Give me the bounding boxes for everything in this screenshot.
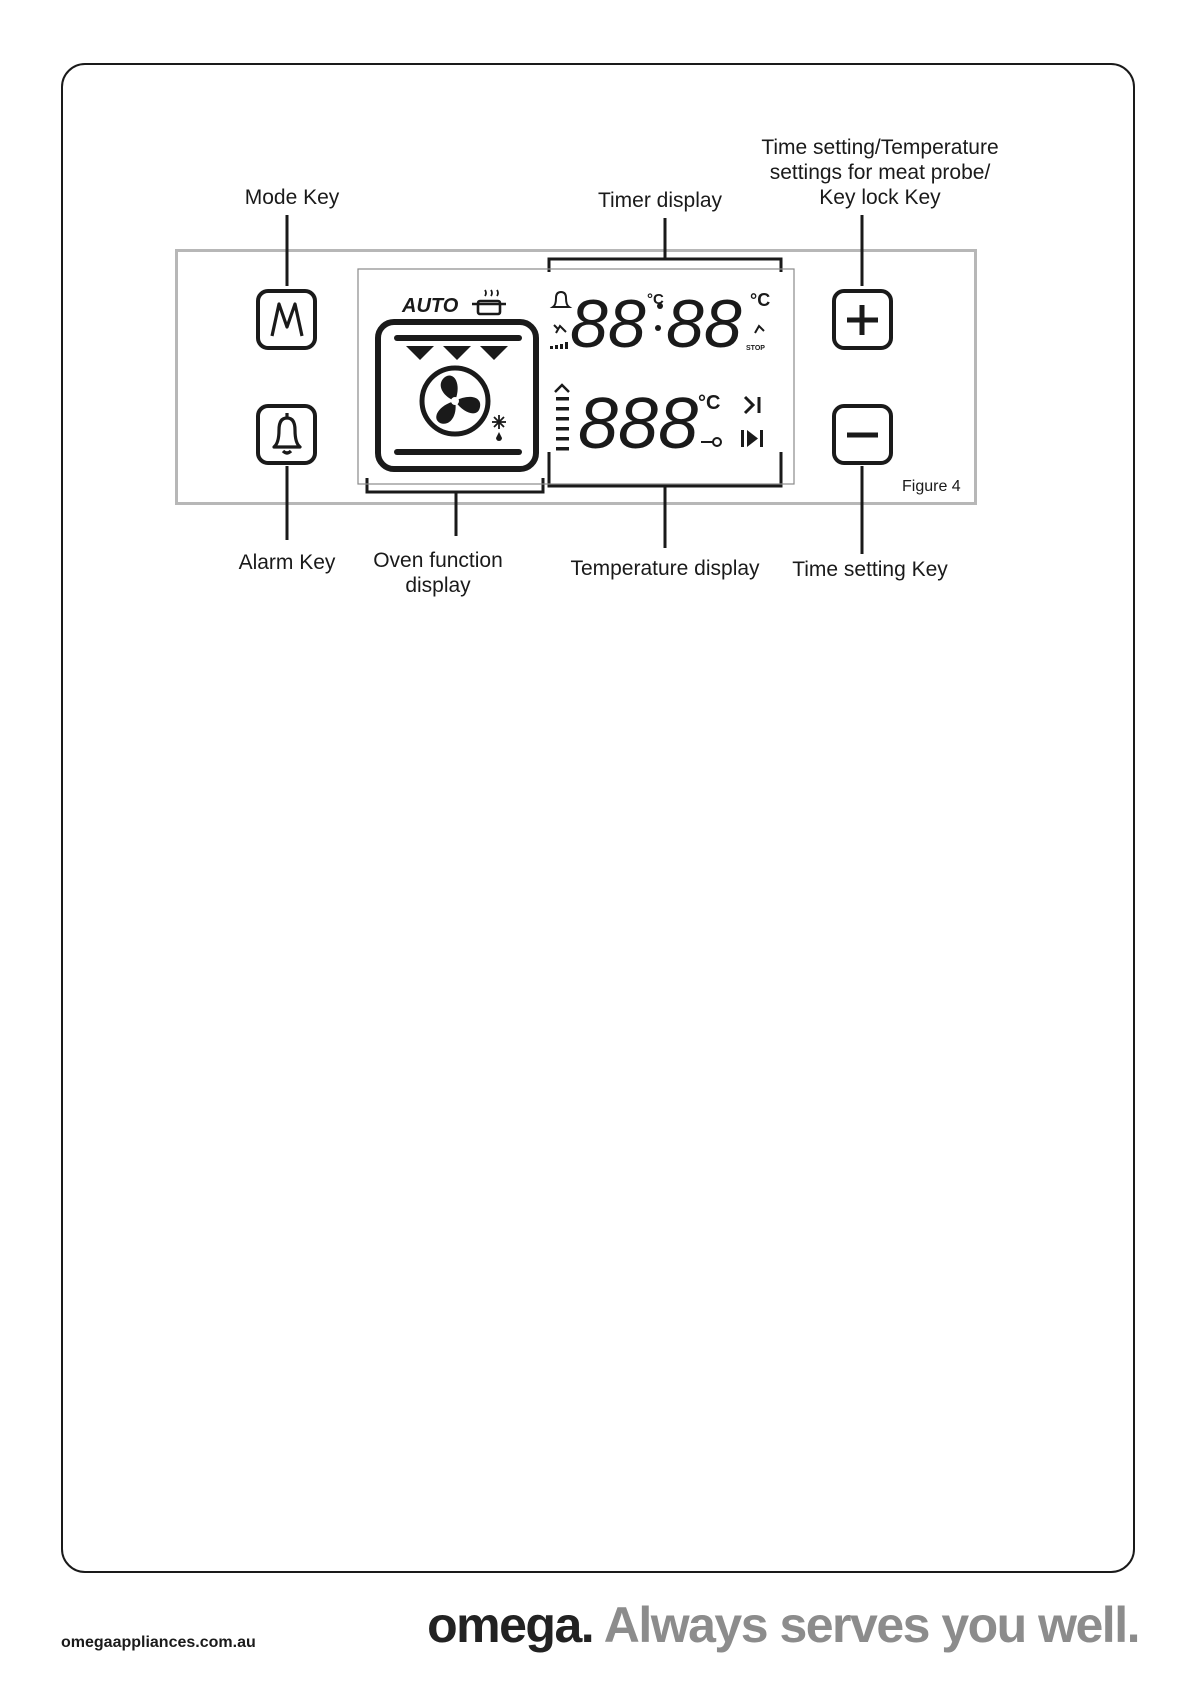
- brand-logo: omega. Always serves you well.: [427, 1596, 1139, 1654]
- temperature-display: 888 °C: [555, 384, 763, 464]
- timer-colon-bottom: [655, 325, 661, 331]
- top-heater-triangles: [406, 346, 508, 360]
- oven-function-label-line2: display: [358, 573, 518, 598]
- stop-indicator: STOP: [746, 345, 765, 352]
- plus-key[interactable]: [834, 291, 891, 348]
- control-panel-figure: Mode Key Timer display Time setting/Temp…: [0, 0, 1191, 700]
- minus-key[interactable]: [834, 406, 891, 463]
- level-bars: [556, 397, 569, 451]
- panel-drawing: AUTO: [0, 0, 1191, 700]
- oven-function-label-line1: Oven function: [358, 548, 518, 573]
- timer-digits-hours: 88: [570, 286, 646, 362]
- fan-icon: [422, 368, 488, 434]
- mode-key[interactable]: [258, 291, 315, 348]
- timer-bell-icon: [553, 292, 569, 307]
- probe-stop-icon: [755, 326, 764, 333]
- oven-cavity: [378, 322, 536, 469]
- footer-website[interactable]: omegaappliances.com.au: [61, 1634, 256, 1652]
- time-setting-key-label: Time setting Key: [775, 557, 965, 582]
- bottom-heater: [394, 449, 522, 455]
- auto-indicator: AUTO: [401, 295, 459, 317]
- timer-display-bracket: [549, 259, 781, 272]
- key-icon: [701, 438, 721, 446]
- temperature-digits: 888: [578, 384, 698, 464]
- defrost-icon: [492, 415, 506, 441]
- brand-name: omega.: [427, 1597, 593, 1653]
- temperature-display-label: Temperature display: [555, 556, 775, 581]
- figure-caption: Figure 4: [902, 478, 961, 496]
- play-end-icon: [741, 430, 763, 447]
- timer-digits-minutes: 88: [666, 286, 742, 362]
- top-heater: [394, 335, 522, 341]
- brand-tagline: Always serves you well.: [604, 1597, 1139, 1653]
- alarm-key[interactable]: [258, 406, 315, 463]
- leader-lines: [287, 215, 862, 554]
- alarm-key-label: Alarm Key: [222, 550, 352, 575]
- timer-celsius: °C: [750, 290, 770, 310]
- signal-bars: [550, 342, 568, 349]
- timer-colon-top: [657, 303, 663, 309]
- pot-icon: [472, 290, 506, 314]
- level-caret-icon: [555, 385, 569, 392]
- skip-end-icon: [745, 397, 759, 413]
- oven-function-bracket: [367, 478, 543, 492]
- timer-display: 88 °C 88 °C STOP: [550, 286, 770, 362]
- temperature-celsius: °C: [698, 392, 720, 414]
- probe-icon: [554, 325, 566, 333]
- oven-function-display: AUTO: [378, 290, 536, 469]
